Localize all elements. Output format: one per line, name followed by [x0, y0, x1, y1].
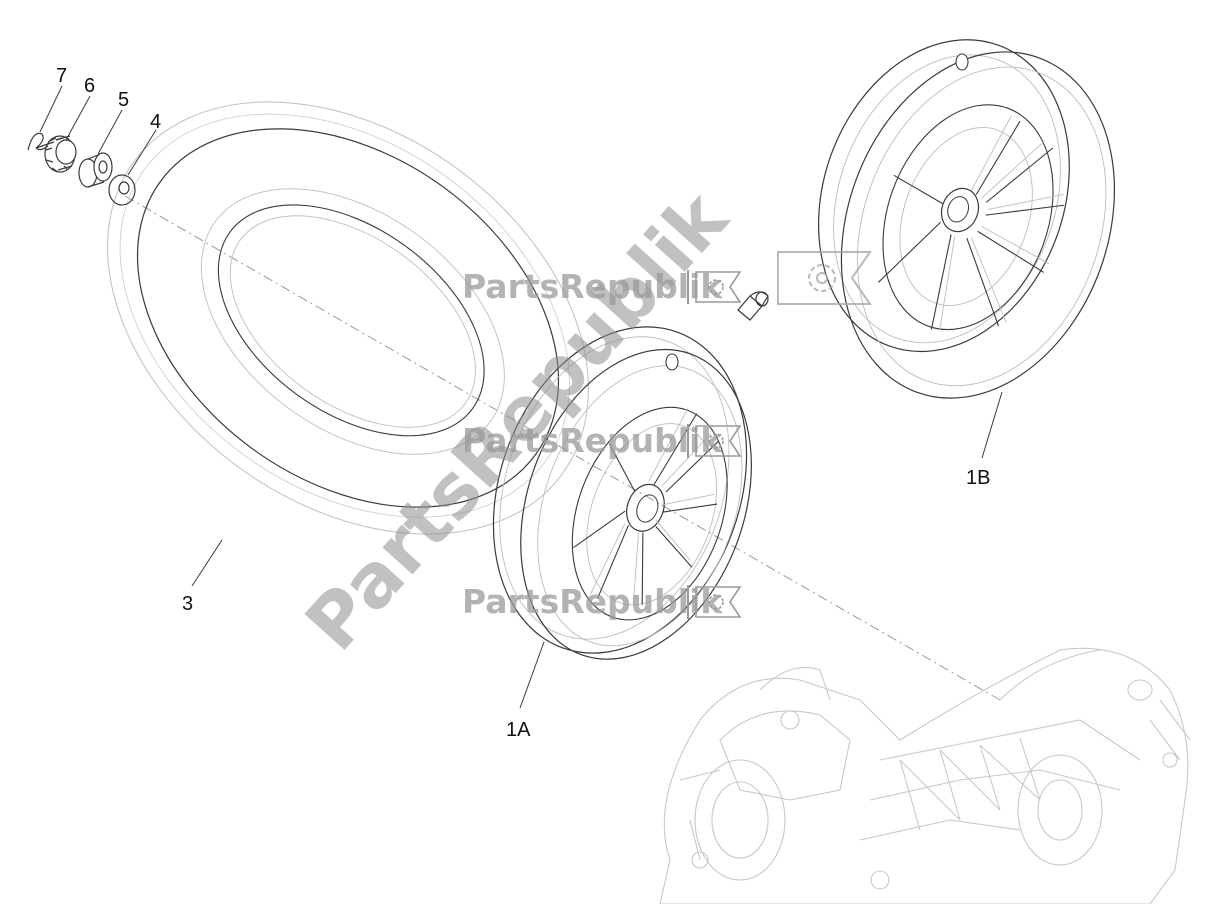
gear-icon	[708, 594, 724, 610]
watermark: PartsRepublik PartsRepublik PartsRepubli…	[289, 174, 872, 667]
tire	[107, 101, 589, 535]
locking-clip	[27, 132, 55, 151]
wheel-rim-1b	[818, 39, 1116, 399]
valve-stem	[737, 291, 769, 321]
castle-nut	[44, 135, 77, 173]
part-label-4: 4	[150, 111, 161, 133]
gear-icon	[808, 264, 836, 292]
watermark-badge	[777, 251, 872, 305]
part-labels: 7 6 5 4 3 1A 1B	[56, 65, 990, 741]
washer	[108, 174, 136, 206]
leader-lines	[39, 85, 1003, 709]
engine-drawing	[659, 647, 1191, 905]
part-label-5: 5	[118, 89, 129, 111]
gear-icon	[708, 433, 724, 449]
spacer-bushing	[78, 152, 113, 188]
watermark-tag-bottom: PartsRepublik	[462, 582, 742, 621]
part-label-3: 3	[182, 593, 193, 615]
part-label-7: 7	[56, 65, 67, 87]
part-label-1b: 1B	[966, 467, 990, 489]
center-axis	[124, 195, 1001, 701]
watermark-small-text: PartsRepublik	[462, 582, 723, 621]
watermark-tag-middle: PartsRepublik	[462, 421, 742, 460]
watermark-tag-top: PartsRepublik	[462, 267, 742, 306]
part-label-1a: 1A	[506, 719, 531, 741]
gear-icon	[708, 279, 724, 295]
watermark-small-text: PartsRepublik	[462, 267, 723, 306]
watermark-small-text: PartsRepublik	[462, 421, 723, 460]
part-label-6: 6	[84, 75, 95, 97]
